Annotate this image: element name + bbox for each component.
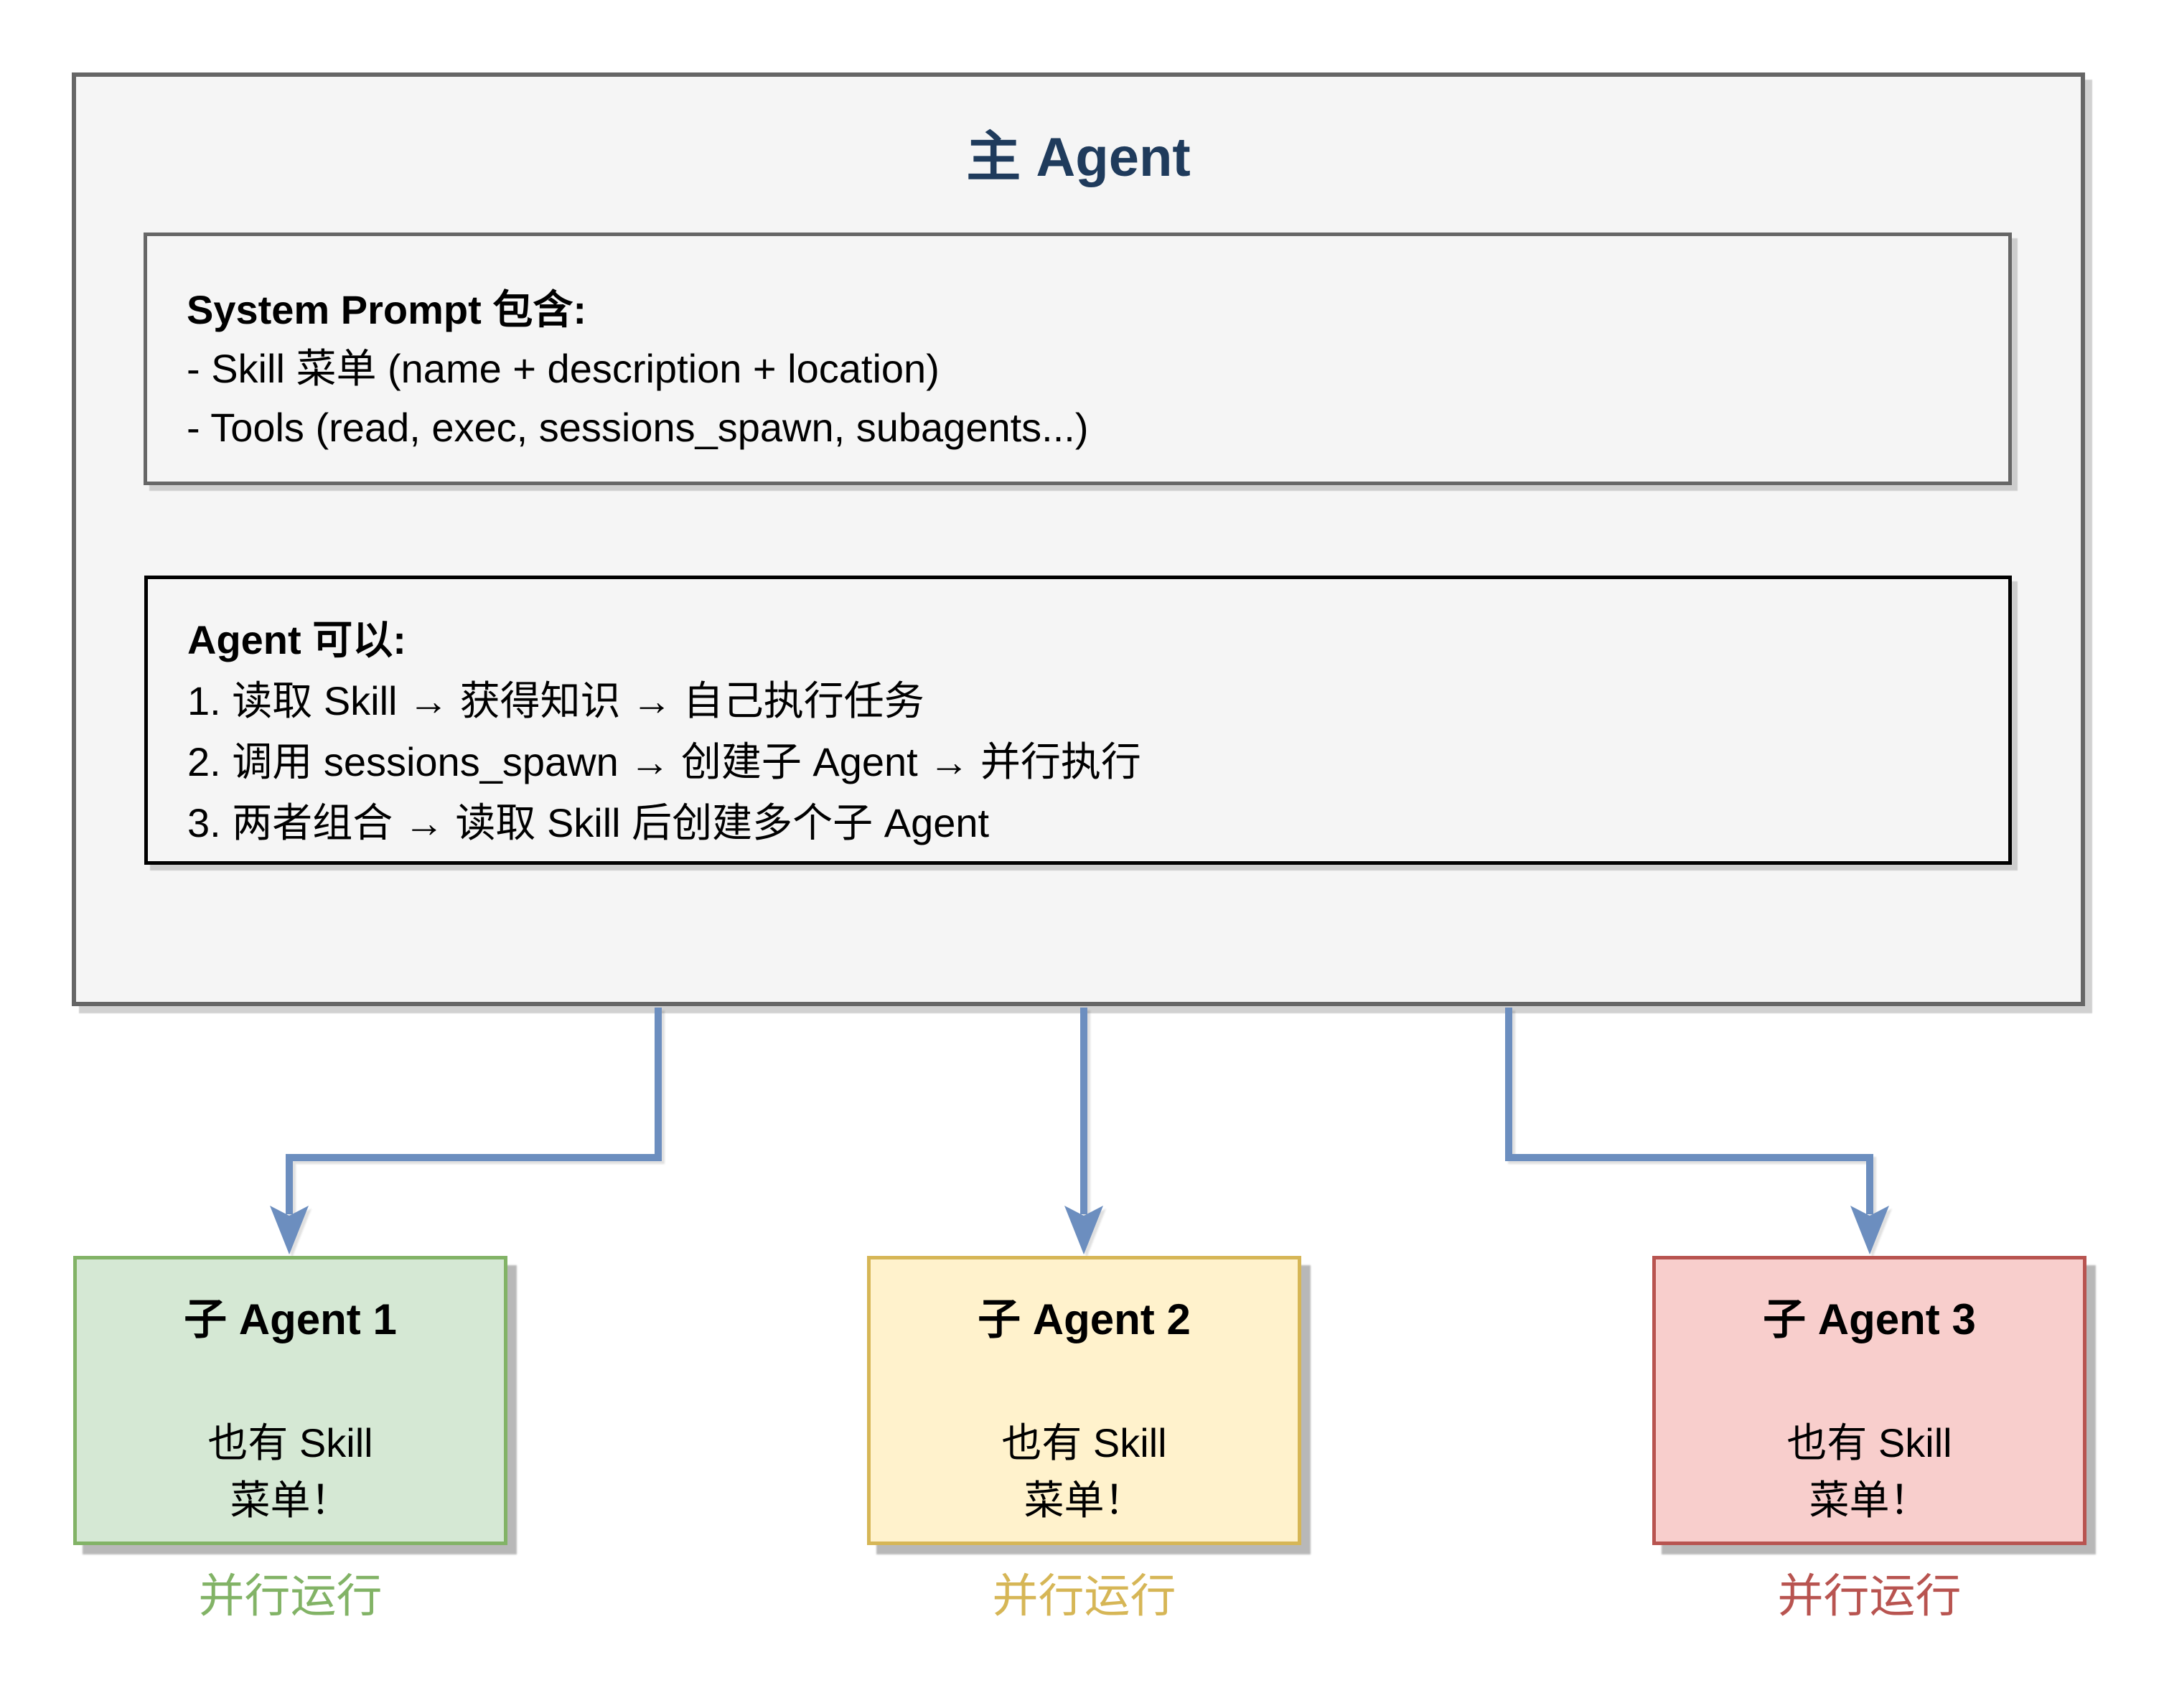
- main-agent-box: 主 Agent: [72, 72, 2085, 1006]
- sub-agent-3-title: 子 Agent 3: [1763, 1295, 1976, 1343]
- sub-agent-3-body-line2: 菜单！: [1809, 1478, 1930, 1523]
- arrowhead-sub-agent-1: [270, 1206, 309, 1254]
- capability-item-3: 3. 两者组合 → 读取 Skill 后创建多个子 Agent: [187, 800, 990, 845]
- sub-agent-1-body-line2: 菜单！: [230, 1478, 351, 1523]
- system-prompt-box: System Prompt 包含: - Skill 菜单 (name + des…: [144, 233, 2012, 485]
- sub-agent-3-caption: 并行运行: [1777, 1570, 1962, 1622]
- agent-capabilities-box: Agent 可以: 1. 读取 Skill → 获得知识 → 自己执行任务 2.…: [144, 576, 2012, 865]
- sub-agent-1-box: 子 Agent 1 也有 Skill 菜单！: [73, 1256, 507, 1545]
- sub-agent-1-title: 子 Agent 1: [184, 1295, 397, 1343]
- sub-agent-2-body-line1: 也有 Skill: [1001, 1420, 1167, 1465]
- sub-agent-3-body: 也有 Skill 菜单！: [1656, 1414, 2083, 1529]
- sub-agent-2-caption: 并行运行: [992, 1570, 1176, 1622]
- sub-agent-3-box: 子 Agent 3 也有 Skill 菜单！: [1652, 1256, 2086, 1545]
- capability-item-1: 1. 读取 Skill → 获得知识 → 自己执行任务: [187, 678, 924, 723]
- system-prompt-item-tools: - Tools (read, exec, sessions_spawn, sub…: [187, 405, 1089, 450]
- sub-agent-2-title: 子 Agent 2: [978, 1295, 1191, 1343]
- main-agent-title: 主 Agent: [966, 127, 1191, 188]
- system-prompt-item-skill-menu: - Skill 菜单 (name + description + locatio…: [187, 346, 940, 391]
- connector-to-sub-agent-3: [1505, 1008, 1873, 1214]
- sub-agent-1-caption: 并行运行: [198, 1570, 383, 1622]
- system-prompt-heading: System Prompt 包含:: [187, 287, 586, 332]
- connector-to-sub-agent-1: [286, 1008, 662, 1214]
- sub-agent-1-body: 也有 Skill 菜单！: [77, 1414, 504, 1529]
- sub-agent-2-body: 也有 Skill 菜单！: [871, 1414, 1298, 1529]
- sub-agent-2-box: 子 Agent 2 也有 Skill 菜单！: [867, 1256, 1301, 1545]
- capabilities-heading: Agent 可以:: [187, 617, 406, 662]
- sub-agent-3-body-line1: 也有 Skill: [1786, 1420, 1952, 1465]
- arrowhead-sub-agent-2: [1064, 1206, 1103, 1254]
- sub-agent-1-body-line1: 也有 Skill: [207, 1420, 373, 1465]
- sub-agent-2-body-line2: 菜单！: [1024, 1478, 1145, 1523]
- arrowhead-sub-agent-3: [1850, 1206, 1889, 1254]
- capability-item-2: 2. 调用 sessions_spawn → 创建子 Agent → 并行执行: [187, 739, 1141, 784]
